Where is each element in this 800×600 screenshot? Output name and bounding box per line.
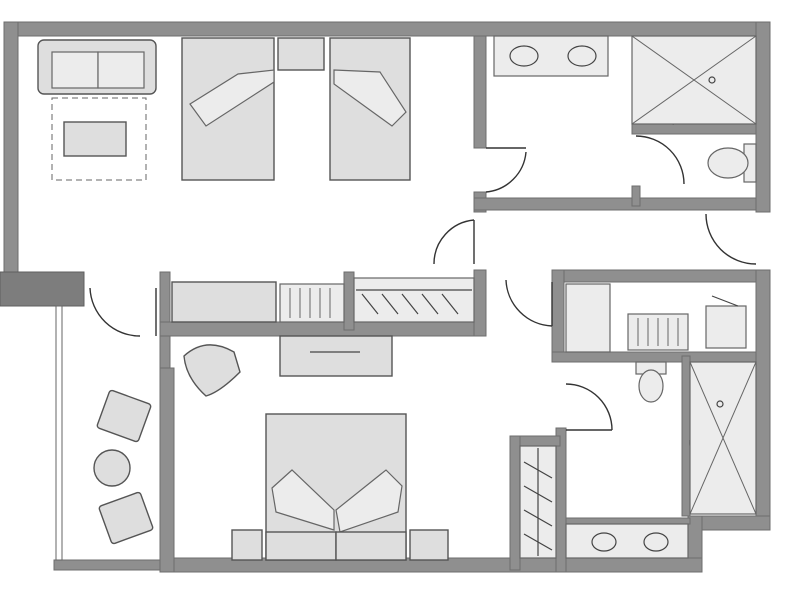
wall-ensuite-top [551,269,757,283]
hanger-1 [361,293,379,315]
rug-outline [51,97,147,181]
wall-closet-right [473,269,487,337]
walls [0,21,771,573]
hanger-3 [401,293,419,315]
living-area [37,35,757,183]
pillow-left [265,531,337,561]
hanger-4 [421,293,439,315]
balcony-table [93,449,131,487]
door-entry-swing [705,213,757,265]
wall-wardrobe-left [509,435,521,571]
wall-left-upper [3,21,19,279]
ensuite-closet [565,283,611,353]
wardrobe-top [353,277,475,323]
wall-sink-top [565,517,691,525]
shower-main-diag-2 [631,35,757,125]
wall-ensuite-left-upper [551,269,565,357]
ensuite-vanity [565,523,689,559]
wardrobe-hanger-4 [523,533,553,551]
balcony-rail-left [55,305,63,561]
balcony-chair-bottom [98,491,154,545]
washing-machine [705,305,747,349]
bed-right-sheet [333,69,407,127]
nightstand-left [231,529,263,561]
wall-closet-divider [343,271,355,331]
bedroom [183,335,449,561]
hanger-2 [381,293,399,315]
wall-shower-left [681,355,691,517]
door-bath-swing [485,151,527,193]
toilet-bowl [707,147,749,179]
wardrobe-hanger-1 [523,461,553,479]
sink-left [509,45,539,67]
door-ensuite-swing [565,383,613,431]
closet-area [171,277,475,323]
wall-right-upper [755,21,771,213]
ensuite-shower-diag-2 [689,361,757,515]
wall-bedroom-left [159,367,175,573]
wall-left-ledge [0,271,85,307]
balcony-rail-bottom [53,559,163,571]
wall-top [3,21,771,37]
wall-bath-left-top [473,35,487,149]
ensuite-shower-drain [716,400,724,408]
bed-left-sheet [189,69,275,127]
ensuite-sink-left [591,532,617,552]
bed-sheet-right [335,469,403,533]
door-hall-swing [433,219,475,265]
washing-machine-lid [711,295,739,307]
wall-bath-bottom [473,197,757,211]
wall-right-lower [755,269,771,521]
sink-right [567,45,597,67]
wall-toilet-stall-top [631,123,757,135]
dresser [279,335,393,377]
pillow-right [335,531,407,561]
vanity-counter [493,35,609,77]
nightstand-right [409,529,449,561]
ensuite [519,295,757,559]
wall-ensuite-mid [551,351,757,363]
wall-ensuite-left-lower [555,427,567,573]
balcony-chair-top [96,389,152,443]
door-balcony-swing [89,287,141,337]
shower-main-drain [708,76,716,84]
coffee-table [63,121,127,157]
ensuite-sink-right [643,532,669,552]
shelving [279,283,345,323]
armchair [183,344,241,397]
wardrobe-hanger-2 [523,485,553,503]
nightstand [277,37,325,71]
sofa-seat-right [97,51,145,89]
wall-toilet-stall-left [631,185,641,207]
door-toilet-swing [635,135,685,185]
bed-sheet-left [271,469,335,531]
balcony [93,389,154,545]
ensuite-toilet-bowl [638,369,664,403]
bench [171,281,277,323]
wall-closet-band [159,321,485,337]
hanger-5 [441,293,459,315]
wardrobe-hanger-3 [523,509,553,527]
sofa-seat-left [51,51,99,89]
door-closet-swing [505,279,553,327]
